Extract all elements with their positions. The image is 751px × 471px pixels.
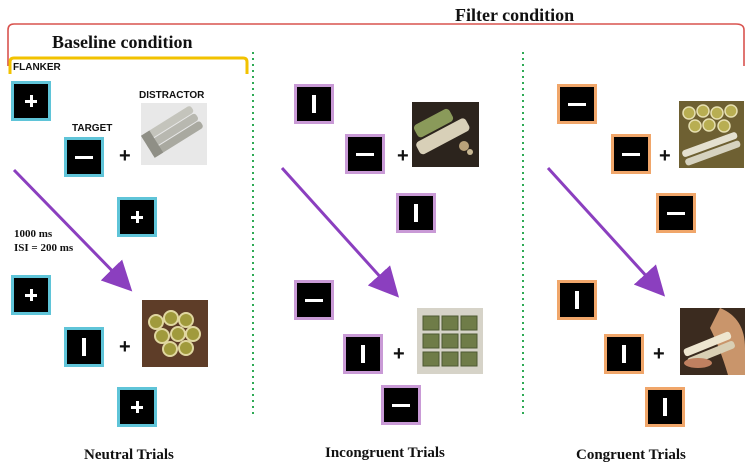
panel-title-congruent: Congruent Trials <box>576 447 686 463</box>
filter-condition-bracket <box>7 23 745 66</box>
cannabis-packs-icon <box>412 102 479 167</box>
plus-sign: + <box>653 343 665 365</box>
neutral-target-2 <box>64 327 104 367</box>
baseline-condition-label: Baseline condition <box>52 32 193 52</box>
baseline-condition-bracket <box>8 56 249 74</box>
plus-sign: + <box>119 336 131 358</box>
incongruent-target-2 <box>343 334 383 374</box>
incongruent-flanker-4 <box>381 385 421 425</box>
neutral-flanker-2 <box>117 197 157 237</box>
cigarettes-icon <box>141 103 207 165</box>
congruent-flanker-4 <box>645 387 685 427</box>
timing-label: 1000 ms ISI = 200 ms <box>14 227 73 255</box>
neutral-flanker-4 <box>117 387 157 427</box>
neutral-flanker-3 <box>11 275 51 315</box>
neutral-target-1 <box>64 137 104 177</box>
cannabis-rolls-icon <box>679 101 744 168</box>
incongruent-target-1 <box>345 134 385 174</box>
plus-sign: + <box>119 145 131 167</box>
congruent-flanker-1 <box>557 84 597 124</box>
panel-title-neutral: Neutral Trials <box>84 447 174 463</box>
flanker-label: FLANKER <box>13 62 61 73</box>
plus-sign: + <box>393 343 405 365</box>
congruent-flanker-2 <box>656 193 696 233</box>
congruent-flanker-3 <box>557 280 597 320</box>
incongruent-flanker-2 <box>396 193 436 233</box>
congruent-target-1 <box>611 134 651 174</box>
neutral-flanker-1 <box>11 81 51 121</box>
plus-sign: + <box>397 145 409 167</box>
filter-condition-label: Filter condition <box>455 5 575 25</box>
congruent-target-2 <box>604 334 644 374</box>
panel-title-incongruent: Incongruent Trials <box>325 445 445 461</box>
rolling-joint-icon <box>680 308 745 375</box>
timing-isi: ISI = 200 ms <box>14 242 74 254</box>
plus-sign: + <box>659 145 671 167</box>
incongruent-flanker-3 <box>294 280 334 320</box>
arrow-congruent <box>546 166 666 297</box>
target-label: TARGET <box>72 123 113 134</box>
arrow-incongruent <box>280 166 400 298</box>
cannabis-bags-icon <box>417 308 483 374</box>
cannabis-jars-icon <box>142 300 208 367</box>
incongruent-flanker-1 <box>294 84 334 124</box>
timing-duration: 1000 ms <box>14 228 53 240</box>
distractor-label: DISTRACTOR <box>139 90 205 101</box>
arrow-neutral <box>12 168 133 292</box>
